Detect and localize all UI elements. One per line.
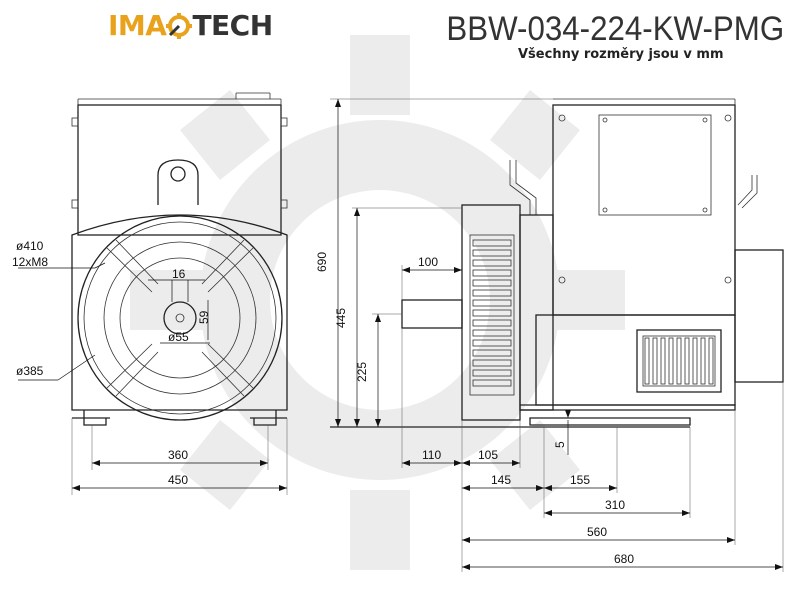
dim-310: 310 (605, 498, 625, 512)
dim-560: 560 (587, 525, 607, 539)
dim-d385: ø385 (16, 364, 44, 378)
dim-width: 450 (168, 473, 188, 487)
logo-text-ima: IMA (108, 9, 167, 42)
dim-key: 16 (172, 267, 186, 281)
dim-shaft-length: 100 (418, 255, 438, 269)
dim-feet: 360 (168, 448, 188, 462)
vent-slot (708, 337, 714, 385)
vent-grille (642, 335, 716, 387)
fan-vent-slot (472, 359, 512, 367)
vent-slot (676, 337, 682, 385)
vent-slot (692, 337, 698, 385)
model-number: BBW-034-224-KW-PMG (446, 10, 784, 48)
dim-105: 105 (478, 448, 498, 462)
vent-slot (652, 337, 658, 385)
fan-vent-slot (472, 319, 512, 327)
dim-5: 5 (553, 441, 567, 448)
dim-110: 110 (422, 448, 441, 462)
dim-155: 155 (570, 473, 590, 487)
dimension-labels: ø410 12xM8 ø385 16 59 ø55 360 450 690 44… (12, 239, 634, 566)
fan-vent-slot (472, 239, 512, 247)
dim-height-total: 690 (315, 252, 329, 272)
front-view (18, 92, 288, 495)
vent-slot (700, 337, 706, 385)
company-logo: IMA TECH (108, 8, 273, 44)
units-note: Všechny rozměry jsou v mm (518, 47, 724, 62)
fan-vent-slot (472, 279, 512, 287)
fan-vent-slot (472, 339, 512, 347)
vent-slot (684, 337, 690, 385)
fan-vent-slot (472, 329, 512, 337)
dim-height-225: 225 (355, 362, 369, 382)
dim-height-445: 445 (334, 308, 348, 328)
logo-text-tech: TECH (192, 9, 273, 42)
dim-680: 680 (614, 552, 634, 566)
fan-vent-slot (472, 369, 512, 377)
vent-slot (644, 337, 650, 385)
side-view (330, 98, 784, 572)
gear-icon (166, 13, 193, 39)
fan-vent-slot (472, 349, 512, 357)
dim-shaft: ø55 (168, 330, 189, 344)
vent-slot (668, 337, 674, 385)
fan-vent-slot (472, 289, 512, 297)
dim-key-depth: 59 (197, 310, 211, 324)
dim-d410: ø410 (16, 239, 44, 253)
vent-slot (660, 337, 666, 385)
fan-vent-slot (472, 309, 512, 317)
fan-vent-slot (472, 299, 512, 307)
fan-vent-slot (472, 249, 512, 257)
fan-vent-slot (472, 259, 512, 267)
fan-vent-slot (472, 379, 512, 387)
dim-145: 145 (491, 473, 511, 487)
dim-bolts: 12xM8 (12, 255, 48, 269)
fan-vent-slot (472, 269, 512, 277)
